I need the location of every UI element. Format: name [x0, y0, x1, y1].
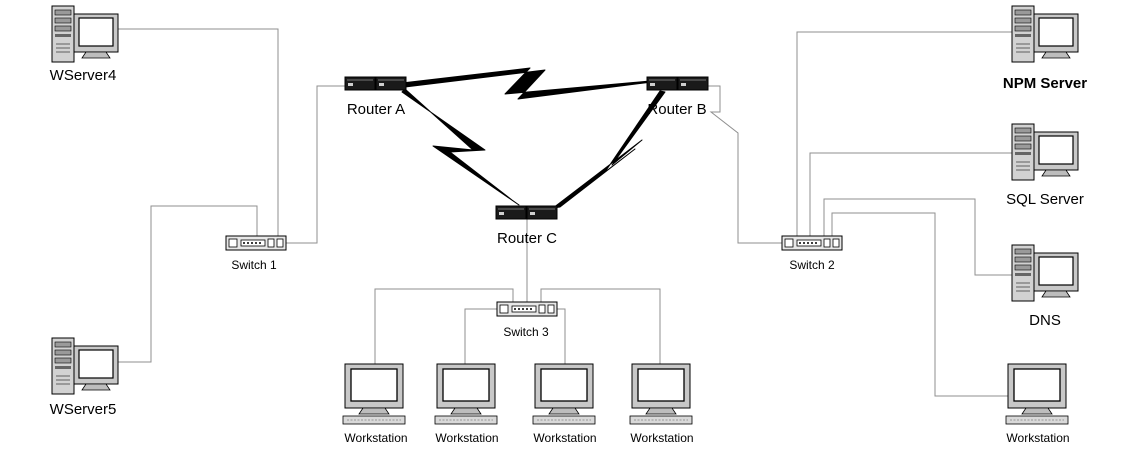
- label-wserver4: WServer4: [50, 67, 117, 84]
- link-switch3-ws2: [464, 308, 505, 364]
- wan-link-b-c: [552, 90, 666, 209]
- link-switch3-ws4: [540, 288, 661, 364]
- server-dns: [1011, 244, 1079, 302]
- label-dns: DNS: [1029, 312, 1061, 329]
- wan-links: [401, 67, 669, 209]
- label-sql-server: SQL Server: [1006, 191, 1084, 208]
- wan-link-a-c: [401, 88, 520, 206]
- label-router-b: Router B: [647, 101, 706, 118]
- workstation-3: [532, 363, 596, 425]
- link-routerb-switch2: [707, 85, 782, 244]
- label-router-c: Router C: [497, 230, 557, 247]
- link-switch3-ws1: [374, 288, 514, 364]
- link-switch3-ws3: [548, 308, 566, 364]
- link-switch2-npm: [796, 31, 1012, 236]
- switch-3: [496, 301, 558, 317]
- wan-link-a-b: [401, 67, 669, 100]
- label-wserver5: WServer5: [50, 401, 117, 418]
- server-npm: [1011, 5, 1079, 63]
- link-switch1-routera: [286, 85, 345, 244]
- server-wserver5: [51, 337, 119, 395]
- workstation-5: [1005, 363, 1069, 425]
- router-c: [495, 205, 558, 220]
- label-workstation-2: Workstation: [435, 431, 498, 445]
- link-switch2-sql: [809, 152, 1012, 236]
- workstation-2: [434, 363, 498, 425]
- server-sql: [1011, 123, 1079, 181]
- switch-1: [225, 235, 287, 251]
- label-workstation-5: Workstation: [1006, 431, 1069, 445]
- router-a: [344, 76, 407, 91]
- workstation-4: [629, 363, 693, 425]
- wires: [118, 28, 1012, 397]
- label-switch-1: Switch 1: [231, 258, 277, 272]
- link-wserver4-switch1: [118, 28, 279, 236]
- label-workstation-3: Workstation: [533, 431, 596, 445]
- link-switch2-ws5: [831, 212, 1009, 397]
- label-workstation-1: Workstation: [344, 431, 407, 445]
- label-npm-server: NPM Server: [1003, 75, 1087, 92]
- label-workstation-4: Workstation: [630, 431, 693, 445]
- link-switch2-dns: [823, 198, 1012, 276]
- server-wserver4: [51, 5, 119, 63]
- switch-2: [781, 235, 843, 251]
- router-b: [646, 76, 709, 91]
- label-switch-2: Switch 2: [789, 258, 835, 272]
- label-switch-3: Switch 3: [503, 325, 549, 339]
- labels: WServer4 WServer5 Router A Router B Rout…: [50, 67, 1088, 445]
- link-wserver5-switch1: [118, 205, 258, 363]
- workstation-1: [342, 363, 406, 425]
- label-router-a: Router A: [347, 101, 405, 118]
